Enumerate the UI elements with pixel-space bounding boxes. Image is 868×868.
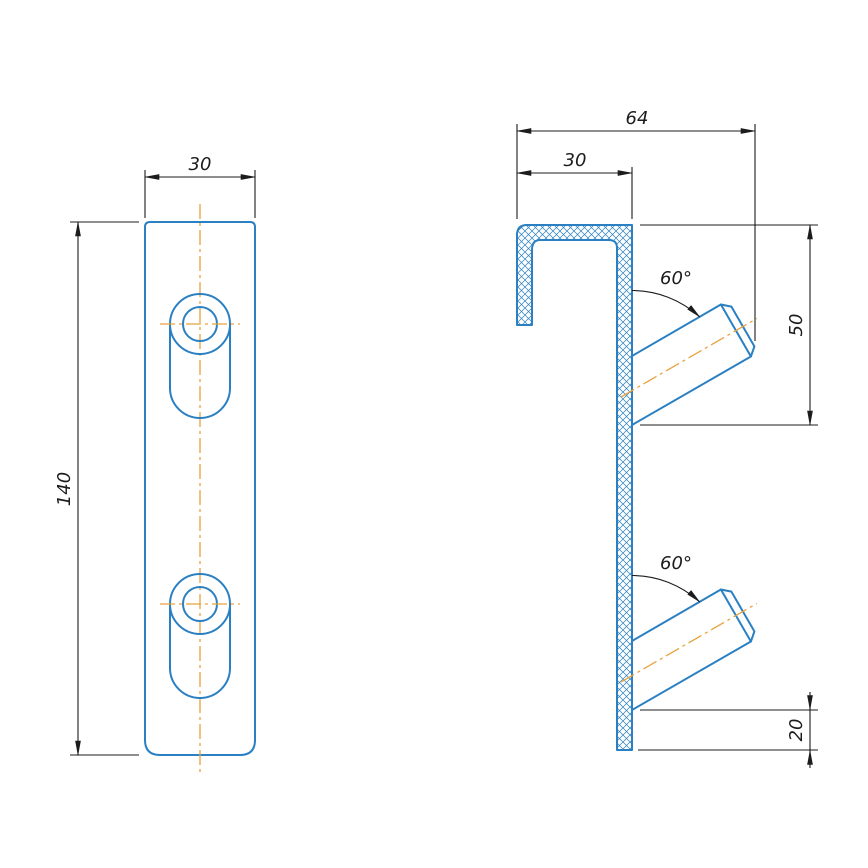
side-upper-peg-dim-label: 50 (786, 314, 807, 337)
side-bottom-peg: 60° (620, 553, 758, 711)
top-angle-arc (631, 289, 701, 318)
hook-profile-section (516, 224, 633, 751)
front-plate-outline (144, 221, 256, 756)
front-top-peg (160, 293, 240, 419)
front-width-dim-label: 30 (189, 154, 212, 175)
side-lower-peg-dimension: 20 (638, 692, 818, 768)
bottom-angle-arc (631, 574, 701, 603)
side-hook-depth-dimension: 30 (515, 150, 634, 219)
side-view: 60° 60° 64 30 (515, 108, 818, 768)
side-upper-peg-dimension: 50 (640, 223, 818, 427)
bottom-angle-label: 60° (660, 553, 692, 574)
side-hook-depth-label: 30 (564, 150, 587, 171)
front-height-dimension: 140 (54, 220, 139, 757)
top-angle-label: 60° (660, 268, 692, 289)
front-width-dimension: 30 (143, 154, 257, 218)
side-top-peg: 60° (620, 268, 758, 426)
side-overall-width-dimension: 64 (515, 108, 757, 341)
front-bottom-peg-bottom-arc (169, 667, 231, 699)
side-top-peg-body (631, 303, 756, 426)
side-bottom-peg-body (631, 588, 756, 711)
side-bottom-peg-centerline (620, 602, 758, 683)
front-bottom-peg (160, 573, 240, 699)
front-top-peg-bottom-arc (169, 387, 231, 419)
side-lower-peg-dim-label: 20 (786, 719, 807, 742)
front-height-dim-label: 140 (54, 472, 75, 506)
side-overall-width-label: 64 (626, 108, 649, 129)
front-view: 30 140 (54, 154, 257, 773)
side-top-peg-centerline (620, 317, 758, 398)
